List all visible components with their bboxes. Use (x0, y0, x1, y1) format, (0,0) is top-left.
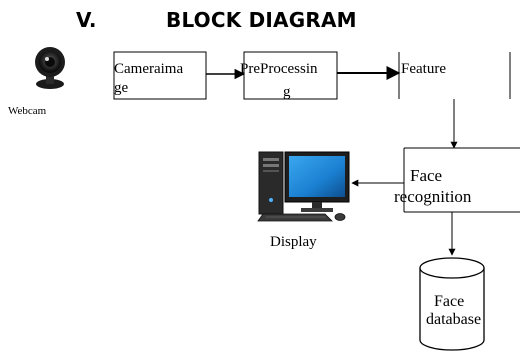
section-number: V. (76, 8, 97, 32)
face-database-label-line2: database (426, 311, 481, 328)
desktop-computer-icon (257, 151, 350, 222)
webcam-icon (35, 47, 65, 89)
camera-block-label-line1: Cameraima (114, 61, 183, 77)
section-heading: V. BLOCK DIAGRAM (0, 6, 520, 36)
face-recognition-label-line1: Face (410, 166, 442, 185)
feature-block: Feature (398, 52, 511, 99)
face-recognition-label-line2: recognition (394, 187, 472, 206)
face-database-cylinder: Face database (419, 257, 485, 351)
display-label: Display (270, 234, 317, 250)
webcam-label: Webcam (8, 105, 47, 117)
face-recognition-block: Face recognition (394, 147, 520, 213)
preprocessing-block-label-line1: PreProcessin (240, 61, 318, 77)
section-title: BLOCK DIAGRAM (166, 8, 357, 32)
preprocessing-block: PreProcessin g (240, 51, 338, 100)
face-database-label-line1: Face (434, 293, 464, 310)
camera-image-block: Cameraima ge (113, 51, 207, 100)
camera-block-label-line2: ge (114, 80, 129, 96)
feature-block-label: Feature (401, 61, 446, 77)
preprocessing-block-label-line2: g (283, 84, 291, 100)
